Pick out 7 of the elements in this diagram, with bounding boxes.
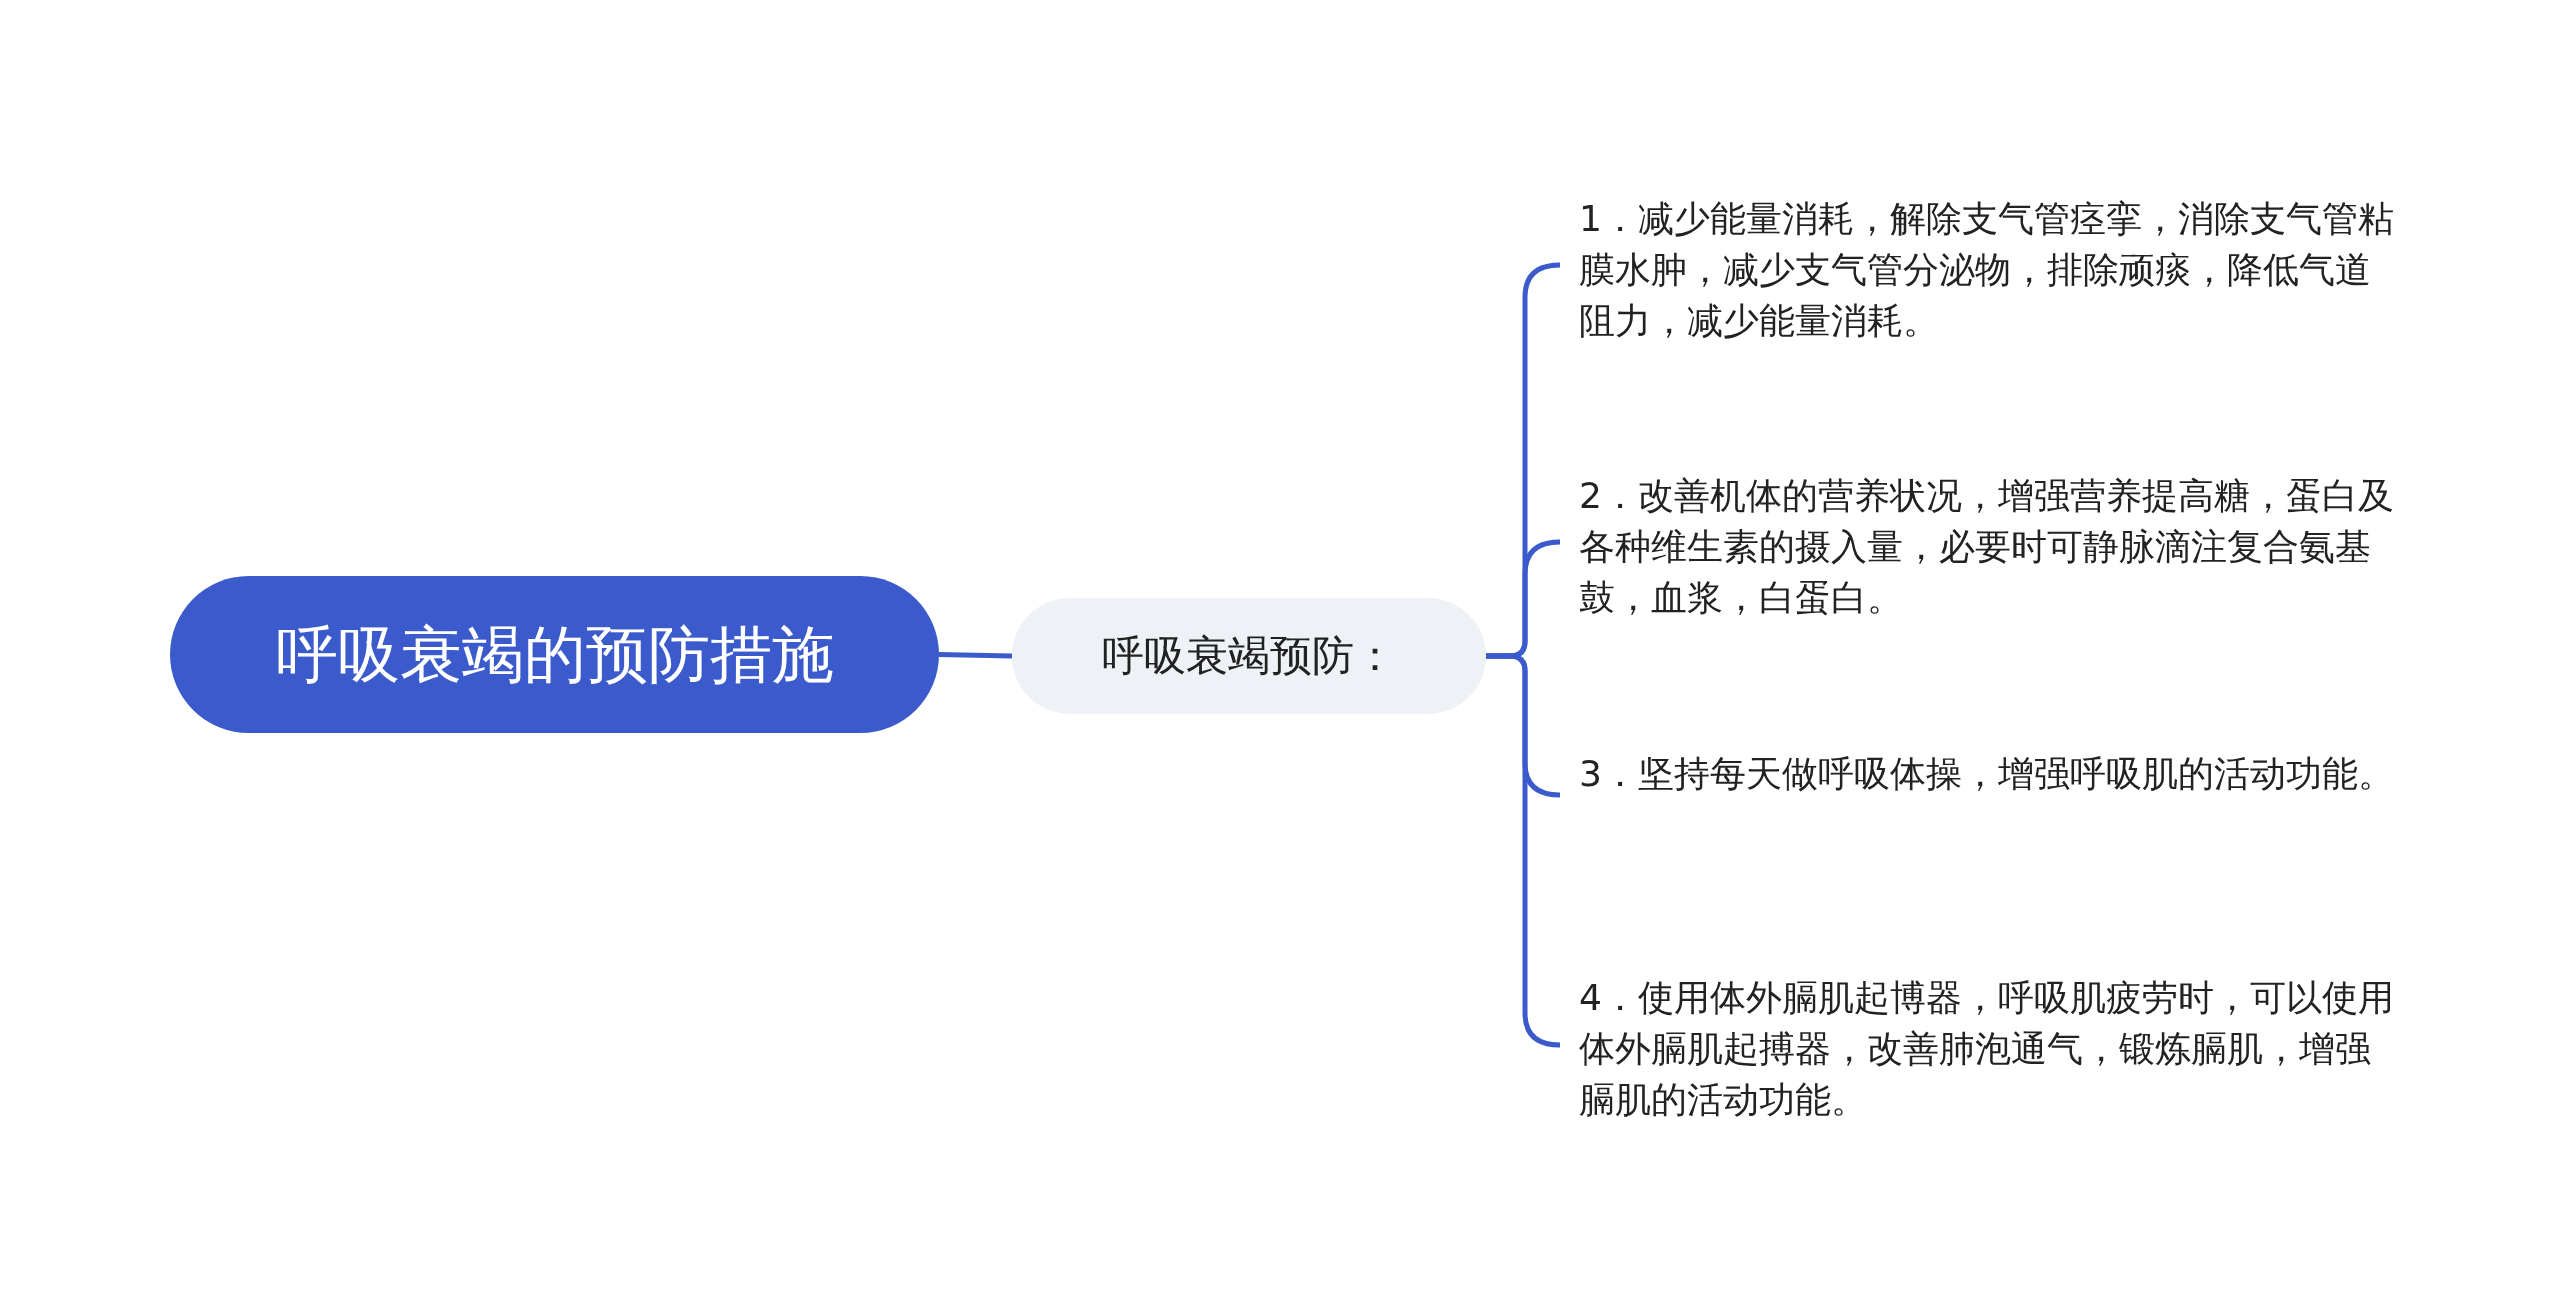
leaf-text: 4．使用体外膈肌起博器，呼吸肌疲劳时，可以使用体外膈肌起搏器，改善肺泡通气，锻炼膈肌，增强膈肌的活动功能。 — [1560, 972, 2400, 1125]
leaf-text: 2．改善机体的营养状况，增强营养提高糖，蛋白及各种维生素的摄入量，必要时可静脉滴注复合氨基鼓，血浆，白蛋白。 — [1560, 470, 2400, 623]
subtopic: 呼吸衰竭预防： — [1012, 598, 1486, 714]
root-topic: 呼吸衰竭的预防措施 — [170, 576, 939, 733]
leaf-text: 3．坚持每天做呼吸体操，增强呼吸肌的活动功能。 — [1560, 748, 2400, 799]
connector-line — [938, 652, 1013, 659]
leaf-text: 1．减少能量消耗，解除支气管痉挛，消除支气管粘膜水肿，减少支气管分泌物，排除顽痰，降低气道阻力，减少能量消耗。 — [1560, 193, 2400, 346]
